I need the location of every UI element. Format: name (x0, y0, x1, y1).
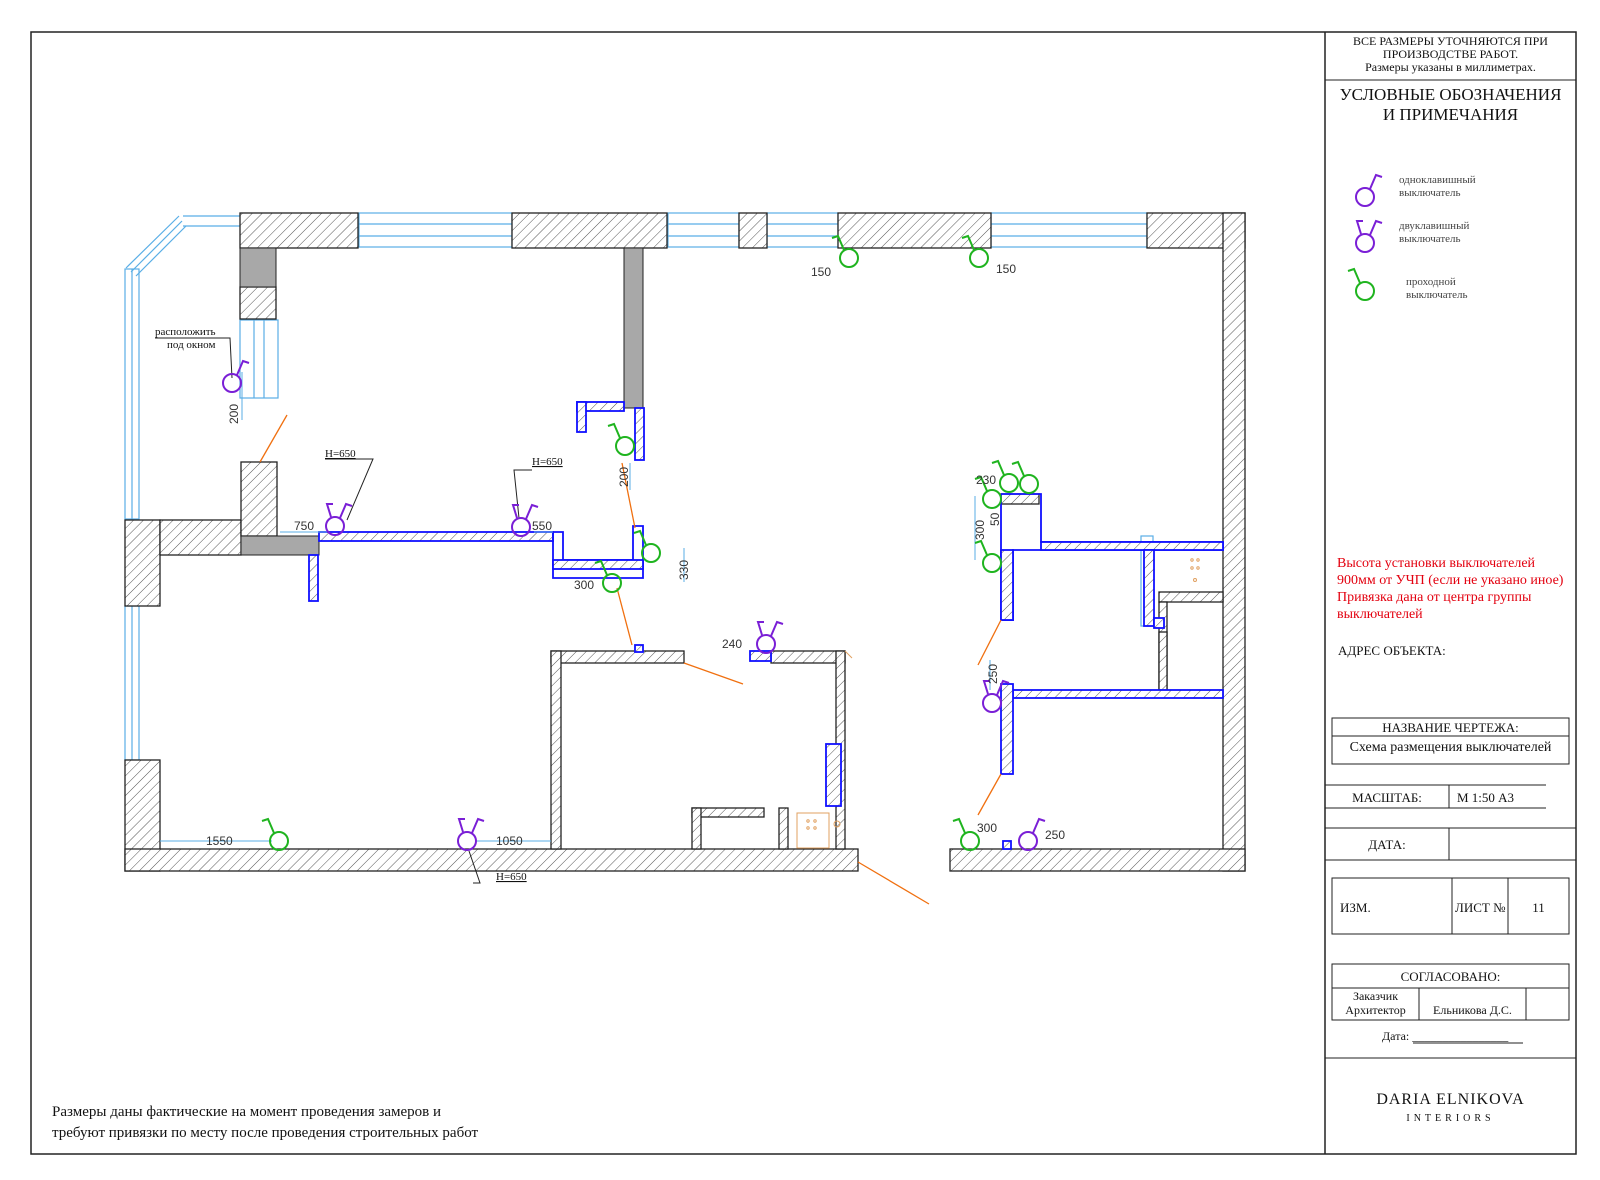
note-line: Размеры указаны в миллиметрах. (1365, 60, 1536, 74)
switch-double-icon (756, 621, 784, 654)
scale-label: МАСШТАБ: (1352, 790, 1422, 805)
legend-title-line: УСЛОВНЫЕ ОБОЗНАЧЕНИЯ (1339, 85, 1562, 104)
dim-label: 750 (294, 519, 314, 533)
installation-note-line: выключателей (1337, 607, 1423, 622)
installation-note-line: Привязка дана от центра группы (1337, 590, 1532, 605)
drawing-name-label: НАЗВАНИЕ ЧЕРТЕЖА: (1382, 720, 1519, 735)
role-customer: Заказчик (1352, 989, 1399, 1003)
plan-notes: расположить под окном Н=650 Н=650 Н=650 (155, 326, 563, 883)
height-note: Н=650 (532, 456, 563, 468)
brand-name: DARIA ELNIKOVA (1376, 1091, 1525, 1108)
bottom-note-line: Размеры даны фактические на момент прове… (52, 1104, 442, 1120)
role-architect: Архитектор (1345, 1003, 1406, 1017)
switch-pass-icon (261, 818, 289, 851)
sheet-number: 11 (1532, 900, 1545, 915)
installation-note-line: 900мм от УЧП (если не указано иное) (1337, 573, 1564, 588)
scale-value: М 1:50 А3 (1457, 790, 1515, 805)
legend-label: одноклавишный (1399, 174, 1476, 186)
switch-single-icon (222, 360, 250, 393)
annotation-leaders (155, 337, 532, 884)
switch-double-icon (325, 503, 353, 536)
dim-label: 250 (1045, 828, 1065, 842)
dim-label: 240 (722, 637, 742, 651)
revision-label: ИЗМ. (1340, 900, 1371, 915)
dim-label: 150 (811, 265, 831, 279)
dim-label: 150 (996, 262, 1016, 276)
sheet-border (30, 31, 1577, 1155)
height-note: Н=650 (496, 871, 527, 883)
dim-label: 550 (532, 519, 552, 533)
legend-pass-label: проходной выключатель (1406, 276, 1468, 302)
dim-label: 300 (977, 821, 997, 835)
dim-label: 1050 (496, 834, 523, 848)
legend-double-switch-icon (1355, 220, 1383, 253)
general-note: ВСЕ РАЗМЕРЫ УТОЧНЯЮТСЯ ПРИ ПРОИЗВОДСТВЕ … (1325, 35, 1576, 74)
place-under-window-note: под окном (167, 339, 215, 351)
dimension-labels: 150 150 200 750 550 200 330 300 240 230 … (206, 262, 1065, 848)
switch-pass-icon (974, 540, 1002, 573)
note-line: ПРОИЗВОДСТВЕ РАБОТ. (1382, 47, 1519, 61)
switch-pass-icon (607, 423, 635, 456)
dim-label: 1550 (206, 834, 233, 848)
installation-note-line: Высота установки выключателей (1337, 556, 1536, 571)
approval-date: Дата: ________________ (1382, 1029, 1509, 1043)
sheet-label: ЛИСТ № (1455, 900, 1506, 915)
legend-title: УСЛОВНЫЕ ОБОЗНАЧЕНИЯ И ПРИМЕЧАНИЯ (1325, 85, 1576, 125)
appliances (796, 558, 1200, 849)
date-label: ДАТА: (1368, 837, 1406, 852)
legend-single-label: одноклавишный выключатель (1399, 174, 1476, 200)
dim-label: 300 (973, 520, 987, 540)
dim-label: 250 (986, 664, 1000, 684)
switch-pass-icon (952, 818, 980, 851)
switch-pass-icon (633, 530, 661, 563)
dimension-lines (160, 372, 991, 842)
dim-label: 230 (976, 473, 996, 487)
bottom-note: Размеры даны фактические на момент прове… (52, 1102, 478, 1144)
legend-single-switch-icon (1355, 174, 1383, 207)
dim-label: 50 (988, 512, 1002, 526)
approved-roles: Заказчик Архитектор (1332, 989, 1419, 1017)
note-line: ВСЕ РАЗМЕРЫ УТОЧНЯЮТСЯ ПРИ (1353, 34, 1548, 48)
brand-sub: INTERIORS (1406, 1113, 1495, 1124)
architect-name: Ельникова Д.С. (1433, 1003, 1512, 1017)
partitions (308, 401, 1224, 850)
installation-note: Высота установки выключателей 900мм от У… (1337, 555, 1563, 623)
columns (239, 247, 644, 556)
legend-label: двуклавишный (1399, 220, 1470, 232)
dim-label: 300 (574, 578, 594, 592)
dim-label: 330 (677, 560, 691, 580)
title-block-grid (1325, 79, 1576, 1059)
legend-label: выключатель (1399, 233, 1461, 245)
legend-double-label: двуклавишный выключатель (1399, 220, 1469, 246)
approved-title: СОГЛАСОВАНО: (1400, 969, 1501, 984)
legend-label: проходной (1406, 276, 1456, 288)
address-label: АДРЕС ОБЪЕКТА: (1338, 643, 1446, 658)
switch-leaders (259, 414, 1002, 905)
legend-label: выключатель (1406, 289, 1468, 301)
switch-double-icon (457, 818, 485, 851)
legend-title-line: И ПРИМЕЧАНИЯ (1382, 105, 1519, 124)
switch-single-icon (1018, 818, 1046, 851)
place-under-window-note: расположить (155, 326, 216, 338)
drawing-name: Схема размещения выключателей (1349, 740, 1552, 755)
dim-label: 200 (617, 467, 631, 487)
height-note: Н=650 (325, 448, 356, 460)
legend-label: выключатель (1399, 187, 1461, 199)
dim-label: 200 (227, 404, 241, 424)
bottom-note-line: требуют привязки по месту после проведен… (52, 1125, 479, 1141)
legend-pass-switch-icon (1347, 268, 1375, 301)
